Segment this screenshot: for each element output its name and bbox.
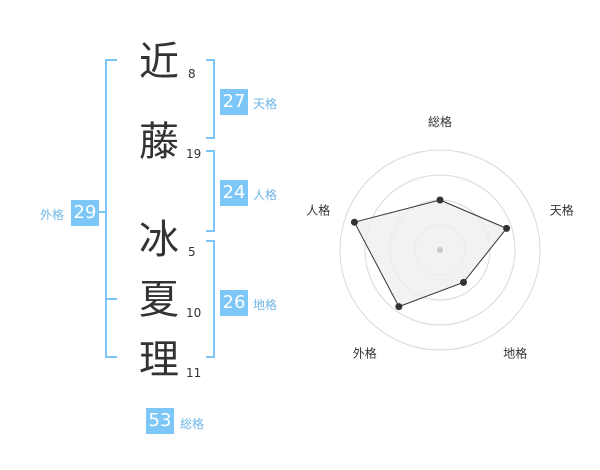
- tenkaku-badge: 27: [220, 89, 248, 115]
- radar-point-2: [460, 278, 468, 286]
- chikaku-label: 地格: [253, 298, 278, 312]
- jinkaku-badge: 24: [220, 180, 248, 206]
- radar-axis-label-4: 人格: [306, 202, 330, 217]
- radar-point-1: [503, 224, 511, 232]
- soukaku-label: 総格: [180, 417, 205, 431]
- soukaku-badge: 53: [146, 408, 174, 434]
- stroke-count-1: 8: [188, 67, 196, 81]
- stroke-count-4: 10: [186, 306, 202, 320]
- radar-axis-label-1: 天格: [550, 202, 574, 217]
- radar-axis-label-3: 外格: [353, 346, 377, 361]
- gaikaku-label: 外格: [40, 208, 65, 222]
- stroke-count-3: 5: [188, 245, 196, 259]
- jinkaku-label: 人格: [253, 188, 278, 202]
- stroke-count-2: 19: [186, 147, 202, 161]
- radar-point-3: [395, 303, 403, 311]
- chikaku-badge: 26: [220, 290, 248, 316]
- radar-ring-3: [364, 174, 516, 326]
- radar-ring-4: [339, 149, 541, 351]
- name-char-4: 夏: [139, 277, 179, 323]
- name-char-1: 近: [139, 39, 179, 85]
- name-char-2: 藤: [139, 119, 179, 165]
- jinkaku-bracket: [206, 150, 215, 232]
- radar-polygon: [353, 199, 508, 308]
- stroke-count-5: 11: [186, 366, 202, 380]
- name-char-3: 冰: [139, 217, 179, 263]
- radar-point-4: [350, 218, 358, 226]
- name-char-5: 理: [139, 337, 179, 383]
- tenkaku-label: 天格: [253, 97, 278, 111]
- gaikaku-bracket: [105, 59, 117, 358]
- tenkaku-bracket: [206, 59, 215, 139]
- radar-axis-label-0: 総格: [428, 114, 452, 129]
- radar-point-0: [436, 196, 444, 204]
- chikaku-bracket: [206, 240, 215, 358]
- radar-axis-label-2: 地格: [503, 346, 527, 361]
- gaikaku-badge: 29: [71, 200, 99, 226]
- radar-center-dot: [437, 247, 443, 253]
